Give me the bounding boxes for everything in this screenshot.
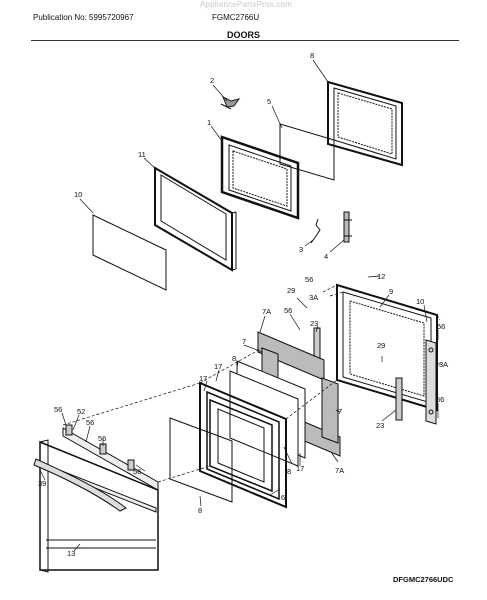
callout-29: 29 [287,286,295,295]
callout-5: 5 [267,97,271,106]
assembly-guide-lines [62,284,441,483]
callout-leader-lines [39,59,441,552]
callout-6: 6 [281,493,285,502]
callout-4: 2 [210,76,214,85]
callout-3: 3 [299,245,303,254]
callout-10b: 10 [416,297,424,306]
callout-3a: 3A [309,293,318,302]
callout-23b: 23 [376,421,384,430]
callout-56d: 56 [284,306,292,315]
header-divider [31,40,459,41]
callout-1: 1 [207,118,211,127]
callout-8: 8 [232,354,236,363]
callout-labels: 2 8 5 1 11 10 3 4 12 56 29 3A 9 10 56 3A… [38,51,448,558]
callout-17c: 17 [296,464,304,473]
part-13-outer-oven-door [39,439,159,573]
callout-39: 39 [38,479,46,488]
callout-14: 11 [138,150,146,159]
part-1-inner-frame [220,135,300,220]
callout-7b: 7 [338,407,342,416]
part-23-hinge-right [395,377,403,421]
part-17-door-frame [199,381,287,509]
part-3-spring [310,218,321,244]
callout-23: 23 [310,319,318,328]
part-5-glass-panel [279,123,335,181]
callout-7a-b: 7A [335,466,344,475]
part-2-hinge-bracket [343,211,352,243]
callout-7: 7 [242,337,246,346]
part-8-glass-panels [169,360,306,503]
callout-11: 10 [74,190,82,199]
callout-56c: 56 [436,395,444,404]
part-11-window-glass [92,214,167,291]
callout-10: 12 [377,272,385,281]
callout-56: 56 [305,275,313,284]
part-39-door-handle [33,458,127,512]
part-14-microwave-door [154,166,237,272]
part-3a-hinge-strip [425,339,437,425]
callout-56f: 56 [86,418,94,427]
model-number: FGMC2766U [212,13,260,22]
part-6-door-liner [209,398,273,493]
part-4-latch [220,95,241,110]
callout-13: 13 [67,549,75,558]
callout-8c: 8 [198,506,202,515]
callout-8b: 8 [287,467,291,476]
callout-17b: 17 [199,374,207,383]
callout-2: 4 [324,252,328,261]
callout-56g: 56 [98,434,106,443]
callout-56h: 56 [133,467,141,476]
callout-12: 8 [310,51,314,60]
callout-56e: 56 [54,405,62,414]
diagram-code: DFGMC2766UDC [393,575,454,584]
callout-9: 9 [389,287,393,296]
callout-7a: 7A [262,307,271,316]
watermark: AppliancePartsPros.com [200,0,292,9]
callout-17: 17 [214,362,222,371]
callout-29b: 29 [377,341,385,350]
callout-56b: 56 [437,322,445,331]
callout-52: 52 [77,407,85,416]
callout-3a-b: 3A [439,360,448,369]
part-12-door-frame [327,80,403,167]
page-title: DOORS [226,30,260,40]
publication-number: Publication No: 5995720967 [33,13,134,22]
